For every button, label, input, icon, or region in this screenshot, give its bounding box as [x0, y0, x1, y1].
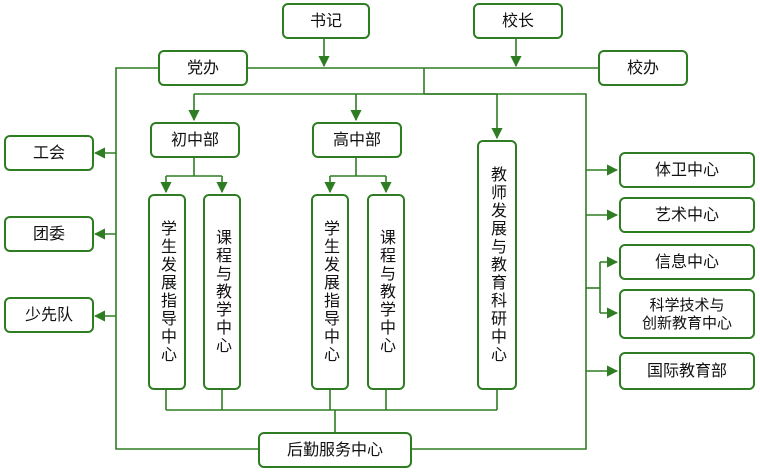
- young-pioneers-box: 少先队: [4, 297, 94, 333]
- secretary-box: 书记: [282, 3, 370, 39]
- sports-health-center-box: 体卫中心: [619, 152, 755, 188]
- junior-curriculum-center-box: 课程与教学中心: [203, 194, 241, 390]
- sports-health-center-label: 体卫中心: [654, 160, 719, 180]
- senior-student-dev-center-box: 学生发展指导中心: [311, 194, 349, 390]
- party-office-box: 党办: [158, 50, 248, 86]
- arts-center-label: 艺术中心: [654, 205, 719, 225]
- logistics-center-box: 后勤服务中心: [258, 432, 412, 468]
- sci-tech-innovation-center-label: 科学技术与 创新教育中心: [641, 296, 732, 332]
- senior-division-box: 高中部: [312, 122, 402, 158]
- union-box: 工会: [4, 135, 94, 171]
- international-education-label: 国际教育部: [646, 361, 727, 381]
- logistics-center-label: 后勤服务中心: [286, 440, 383, 460]
- junior-student-dev-center-box: 学生发展指导中心: [148, 194, 186, 390]
- senior-curriculum-center-label: 课程与教学中心: [377, 229, 396, 355]
- junior-division-box: 初中部: [150, 122, 240, 158]
- union-label: 工会: [32, 143, 65, 163]
- information-center-box: 信息中心: [619, 244, 755, 280]
- teacher-research-center-label: 教师发展与教育科研中心: [488, 166, 507, 364]
- senior-student-dev-center-label: 学生发展指导中心: [321, 220, 340, 364]
- senior-division-label: 高中部: [332, 130, 381, 150]
- school-office-box: 校办: [598, 50, 688, 86]
- youth-league-box: 团委: [4, 216, 94, 252]
- secretary-label: 书记: [309, 11, 342, 31]
- junior-student-dev-center-label: 学生发展指导中心: [158, 220, 177, 364]
- junior-division-label: 初中部: [170, 130, 219, 150]
- party-office-label: 党办: [186, 58, 219, 78]
- arts-center-box: 艺术中心: [619, 197, 755, 233]
- information-center-label: 信息中心: [654, 252, 719, 272]
- principal-box: 校长: [473, 3, 563, 39]
- senior-curriculum-center-box: 课程与教学中心: [367, 194, 405, 390]
- youth-league-label: 团委: [32, 224, 65, 244]
- teacher-research-center-box: 教师发展与教育科研中心: [477, 140, 517, 390]
- international-education-box: 国际教育部: [619, 352, 755, 390]
- young-pioneers-label: 少先队: [24, 305, 73, 325]
- principal-label: 校长: [501, 11, 534, 31]
- sci-tech-innovation-center-box: 科学技术与 创新教育中心: [619, 289, 755, 339]
- school-office-label: 校办: [626, 58, 659, 78]
- junior-curriculum-center-label: 课程与教学中心: [213, 229, 232, 355]
